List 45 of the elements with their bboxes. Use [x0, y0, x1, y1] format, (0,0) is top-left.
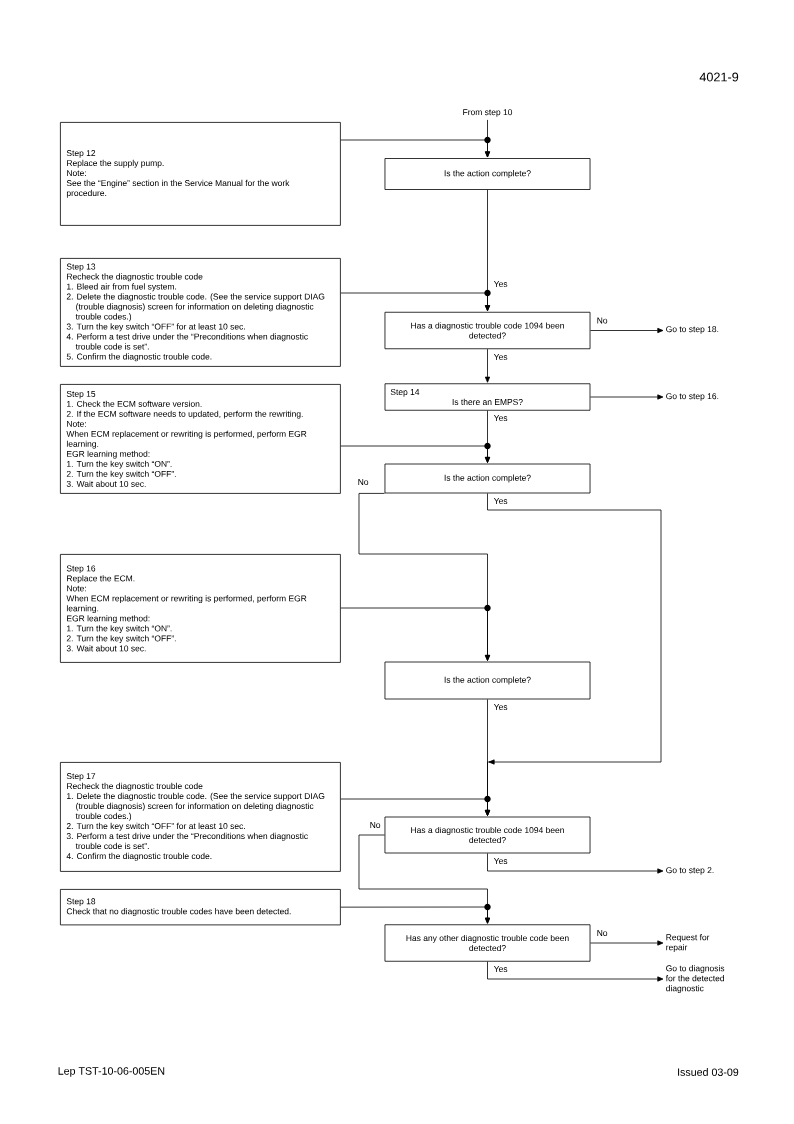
action-box: Step 15 1. Check the ECM software version. 2. If the ECM software needs to updated, perform the rewriting. Note: When ECM replacement or rewriting is performed, perform EGR learning. EGR learning method: 1. Turn the key switch “ON”. 2. Turn the key switch “OFF”. 3. Wait about 10 sec. [60, 384, 341, 494]
edge-label: Yes [492, 496, 509, 506]
document-code: Lep TST-10-06-005EN [58, 1067, 165, 1077]
arrow [484, 348, 491, 383]
arrow [590, 940, 664, 946]
question-box: Is the action complete? [384, 463, 591, 494]
edge-label: Yes [492, 352, 509, 362]
question-box: Has any other diagnostic trouble code been detected? [384, 924, 591, 962]
action-box: Step 17 Recheck the diagnostic trouble code 1. Delete the diagnostic trouble code. (See the service support DIAG (trouble diagnosis) screen for information on deleting diagnostic trouble codes.) 2. Turn the key switch “OFF” for at least 10 sec. 3. Perform a test drive under the “Preconditions when diagnostic trouble code is set”. 4. Confirm the diagnostic trouble code. [60, 762, 341, 872]
edge-label: No [595, 316, 609, 325]
edge-label: Yes [492, 856, 509, 866]
arrow [340, 906, 491, 924]
start-text: From step 10 [463, 109, 513, 117]
outcome-text: Request for repair [666, 934, 710, 952]
edge-label: No [356, 477, 370, 487]
arrow [590, 327, 664, 334]
question-box: Step 14 Is there an EMPS? [384, 383, 591, 411]
issue-date: Issued 03-09 [678, 1068, 739, 1076]
edge-label: Yes [492, 279, 509, 289]
question-box: Is the action complete? [384, 158, 591, 190]
outcome-text: Go to step 16. [666, 393, 719, 401]
arrow [484, 119, 491, 158]
question-box: Is the action complete? [384, 661, 591, 700]
question-box: Has a diagnostic trouble code 1094 been detected? [384, 311, 591, 350]
action-box: Step 12 Replace the supply pump. Note: See the “Engine” section in the Service Manual for the work procedure. [60, 122, 341, 226]
arrow [590, 394, 664, 400]
action-box: Step 13 Recheck the diagnostic trouble code 1. Bleed air from fuel system. 2. Delete the diagnostic trouble code. (See the service support DIAG (trouble diagnosis) screen for information on deleting diagnostic trouble codes.) 3. Turn the key switch “OFF” for at least 10 sec. 4. Perform a test drive under the “Preconditions when diagnostic trouble code is set”. 5. Confirm the diagnostic trouble code. [60, 258, 341, 367]
arrow [484, 189, 491, 312]
question-box: Has a diagnostic trouble code 1094 been detected? [384, 816, 591, 854]
arrow [484, 410, 491, 463]
arrow [487, 853, 664, 874]
arrow [340, 607, 491, 661]
edge-label: Yes [492, 964, 509, 974]
action-box: Step 16 Replace the ECM. Note: When ECM replacement or rewriting is performed, perform EGR learning. EGR learning method: 1. Turn the key switch “ON”. 2. Turn the key switch “OFF”. 3. Wait about 10 sec. [60, 554, 341, 663]
action-box: Step 18 Check that no diagnostic trouble codes have been detected. [60, 889, 341, 926]
arrow [487, 961, 664, 982]
outcome-text: Go to step 2. [666, 867, 714, 875]
outcome-text: Go to step 18. [666, 326, 719, 334]
edge-label: No [595, 928, 609, 938]
outcome-text: Go to diagnosis for the detected diagnostic [665, 965, 725, 993]
edge-label: Yes [492, 413, 509, 423]
arrow [484, 699, 491, 816]
edge-label: Yes [492, 702, 509, 712]
page-number: 4021-9 [699, 72, 739, 82]
edge-label: No [368, 820, 382, 830]
